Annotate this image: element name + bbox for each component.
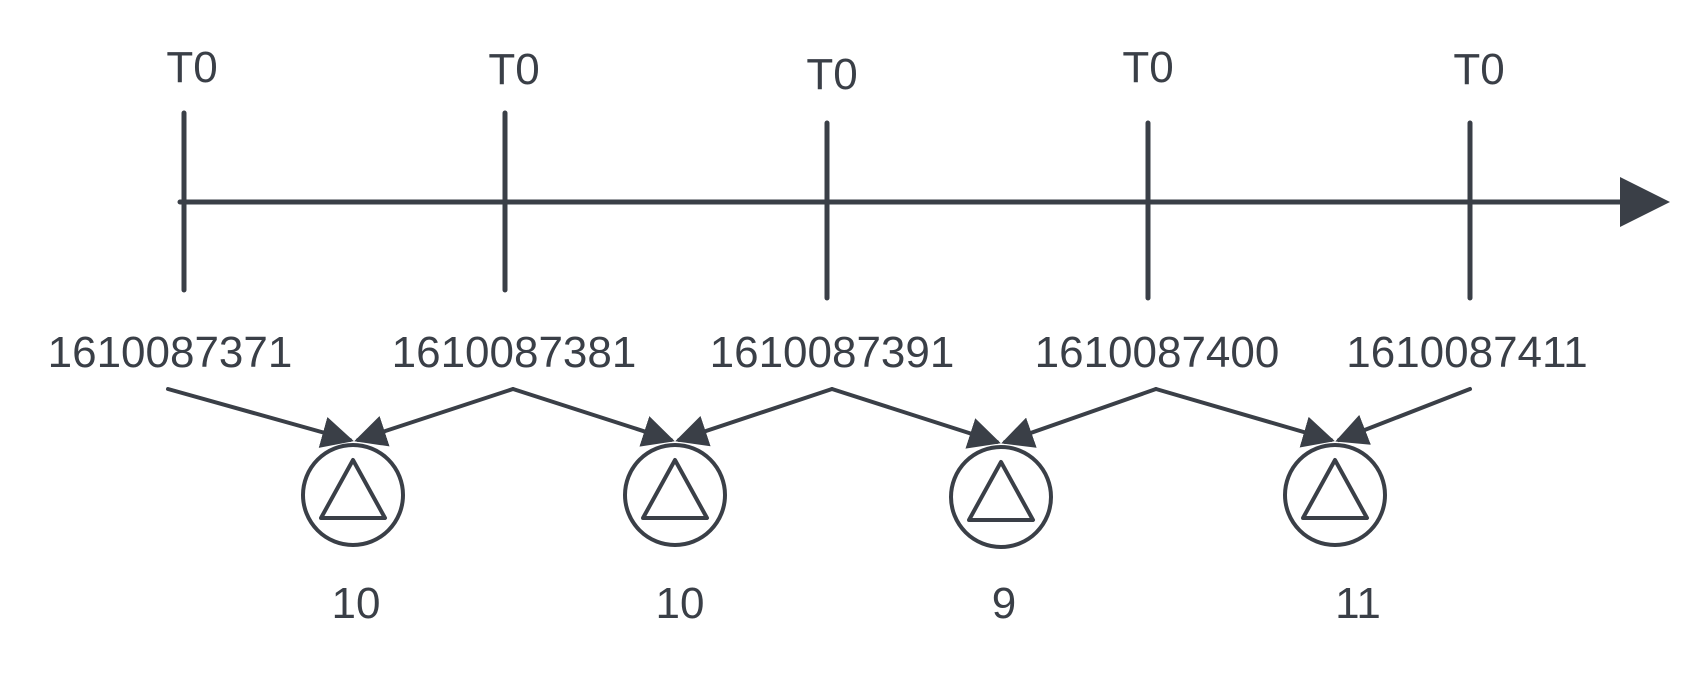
delta-value-2: 10: [656, 579, 705, 628]
arrow-1-left: [166, 387, 354, 448]
delta-value-1: 10: [332, 579, 381, 628]
tick-label-1: T0: [166, 43, 217, 92]
tick-label-2: T0: [488, 45, 539, 94]
delta-icon: [949, 445, 1053, 549]
arrow-1-right: [354, 387, 515, 447]
arrow-2-right: [675, 387, 834, 447]
timestamp-label-2: 1610087381: [392, 328, 637, 377]
arrow-4-right: [1335, 387, 1472, 445]
arrow-3-right: [1001, 387, 1158, 448]
delta-icon: [301, 443, 405, 547]
delta-icon: [1283, 443, 1387, 547]
arrow-2-left: [511, 387, 675, 447]
timestamp-label-1: 1610087371: [48, 328, 293, 377]
timestamp-label-5: 1610087411: [1346, 328, 1587, 377]
tick-label-5: T0: [1453, 45, 1504, 94]
timestamp-label-4: 1610087400: [1035, 328, 1280, 377]
arrow-4-left: [1154, 387, 1335, 448]
timestamp-label-3: 1610087391: [710, 328, 955, 377]
tick-label-3: T0: [806, 50, 857, 99]
tick-label-4: T0: [1122, 43, 1173, 92]
delta-icon: [623, 443, 727, 547]
arrow-3-left: [830, 387, 1001, 449]
delta-value-3: 9: [992, 579, 1016, 628]
delta-value-4: 11: [1335, 579, 1381, 628]
